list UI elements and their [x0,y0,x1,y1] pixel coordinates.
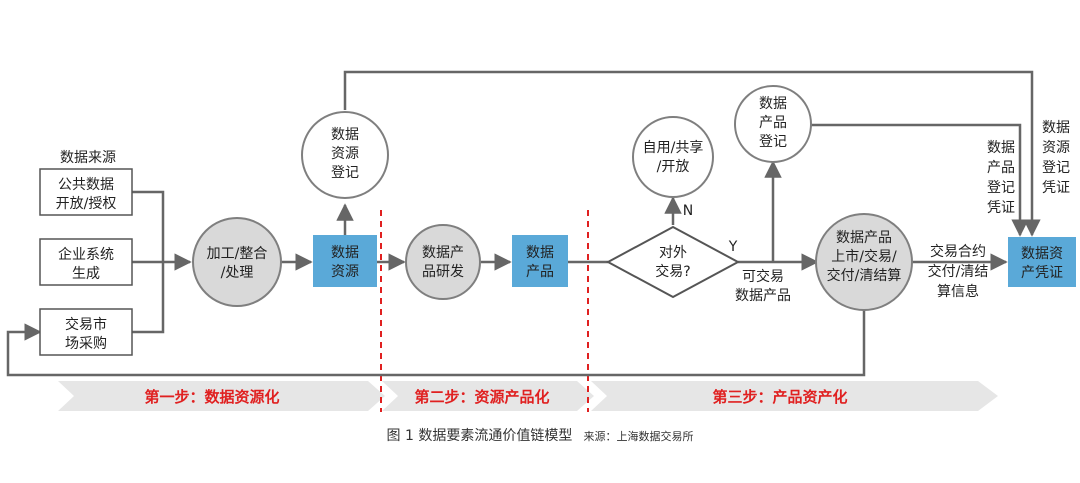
product-dev-line1: 数据产 [422,245,464,261]
connector-resource-reg-certificate [343,70,1041,237]
resource-registration-line2: 资源 [331,146,359,162]
resource-reg-cert-line2: 资源 [1042,140,1070,156]
asset-certificate-box: 数据资 产凭证 [1008,237,1076,287]
resource-registration-line1: 数据 [331,127,359,143]
product-reg-cert-line2: 产品 [987,160,1015,176]
data-resource-line2: 资源 [331,264,359,280]
caption-title: 图 1 数据要素流通价值链模型 [387,428,573,444]
source-market-line2: 场采购 [65,336,107,352]
self-use-line2: /开放 [657,159,690,175]
product-registration-circle: 数据 产品 登记 [734,85,812,163]
caption-source: 来源：上海数据交易所 [583,429,693,443]
step-band-3 [591,381,998,411]
product-registration-line2: 产品 [759,115,787,131]
self-use-circle: 自用/共享 /开放 [632,116,714,198]
resource-reg-cert-line4: 凭证 [1042,180,1070,196]
source-enterprise-line2: 生成 [72,266,100,282]
asset-certificate-line1: 数据资 [1021,246,1063,262]
resource-reg-cert-line3: 登记 [1042,160,1070,176]
resource-registration-circle: 数据 资源 登记 [301,111,389,199]
connectors [6,70,1041,377]
market-ops-line2: 上市/交易/ [831,248,897,265]
connector-feedback-loop [6,310,866,377]
step-label-1: 第一步：数据资源化 [144,388,279,406]
process-line2: /处理 [221,265,254,281]
decision-yes-label: Y [728,239,738,255]
resource-registration-line3: 登记 [331,165,359,181]
step-label-2: 第二步：资源产品化 [414,388,549,406]
market-ops-line3: 交付/清结算 [827,267,902,284]
decision-line2: 交易? [655,263,690,280]
decision-line1: 对外 [659,245,687,261]
process-line1: 加工/整合 [207,246,268,262]
source-public-box: 公共数据 开放/授权 [39,168,133,216]
self-use-line1: 自用/共享 [643,139,704,156]
source-public-line1: 公共数据 [58,177,114,193]
contract-label-line1: 交易合约 [930,243,986,260]
source-market-box: 交易市 场采购 [39,308,133,356]
data-product-line2: 产品 [526,264,554,280]
product-reg-cert-line3: 登记 [987,180,1015,196]
tradable-label-line1: 可交易 [742,268,784,285]
product-registration-line1: 数据 [759,96,787,112]
decision-diamond: 对外 交易? [605,225,741,299]
contract-label-line3: 算信息 [937,283,979,300]
step-label-3: 第三步：产品资产化 [712,388,847,406]
resource-reg-cert-line1: 数据 [1042,120,1070,136]
source-public-line2: 开放/授权 [56,196,117,212]
connector-public [132,190,165,262]
figure-caption: 图 1 数据要素流通价值链模型 来源：上海数据交易所 [387,425,694,444]
asset-certificate-line2: 产凭证 [1021,265,1063,281]
decision-no-label: N [683,203,693,219]
step-band-1 [58,381,385,411]
data-product-box: 数据 产品 [512,235,568,287]
market-ops-line1: 数据产品 [836,230,892,246]
source-enterprise-line1: 企业系统 [58,246,114,263]
data-sources-title: 数据来源 [60,150,116,166]
product-dev-line2: 品研发 [422,264,464,280]
market-ops-circle: 数据产品 上市/交易/ 交付/清结算 [815,213,913,311]
data-product-line1: 数据 [526,245,554,261]
connector-product-reg-certificate [810,123,1029,237]
contract-label-line2: 交付/清结 [928,263,989,280]
product-dev-circle: 数据产 品研发 [405,224,481,300]
data-resource-box: 数据 资源 [313,235,377,287]
source-market-line1: 交易市 [65,316,107,333]
tradable-label-line2: 数据产品 [735,288,791,304]
process-circle: 加工/整合 /处理 [192,217,282,307]
source-enterprise-box: 企业系统 生成 [39,238,133,286]
step-bands: 第一步：数据资源化 第二步：资源产品化 第三步：产品资产化 [58,381,998,411]
data-resource-line1: 数据 [331,245,359,261]
connector-market [132,262,165,334]
product-reg-cert-line4: 凭证 [987,200,1015,216]
product-reg-cert-line1: 数据 [987,140,1015,156]
step-band-2 [382,381,594,411]
product-registration-line3: 登记 [759,134,787,150]
